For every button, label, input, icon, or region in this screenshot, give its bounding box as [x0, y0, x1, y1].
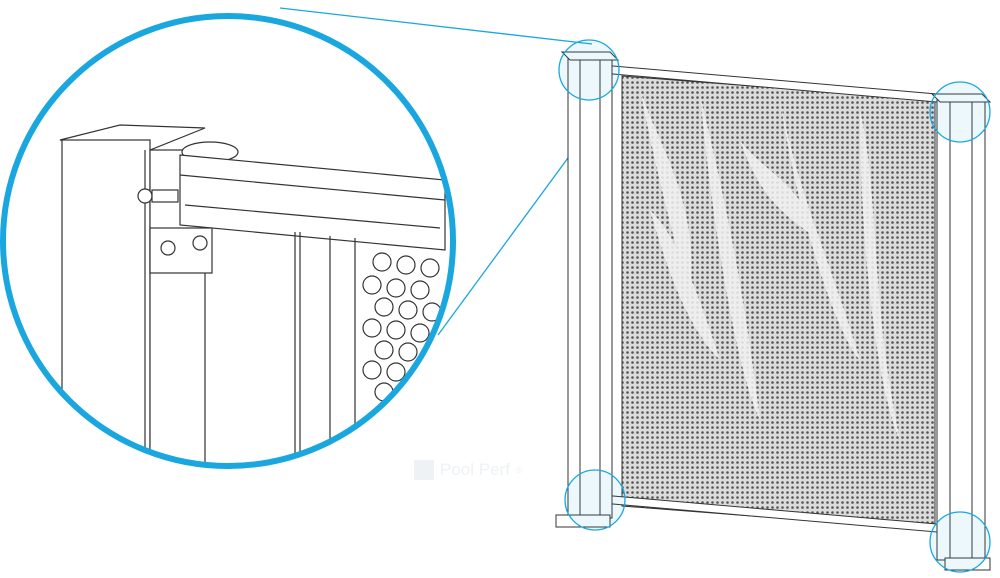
right-foot — [944, 557, 991, 571]
bracket — [149, 227, 213, 274]
right-post-cap — [930, 93, 992, 103]
watermark-text: Pool Perf — [440, 460, 510, 479]
perforated-panel — [621, 75, 936, 531]
leaf-pattern — [640, 90, 900, 440]
rail — [179, 154, 446, 251]
watermark-logo-icon — [414, 460, 434, 480]
left-post-cap — [560, 51, 620, 61]
marker-bottom-right — [929, 511, 991, 573]
perforation-holes — [362, 252, 442, 402]
marker-top-left — [558, 39, 620, 101]
watermark: Pool Perf ® — [414, 460, 523, 480]
marker-bottom-left — [564, 469, 626, 531]
left-post — [567, 57, 613, 519]
bolt — [160, 240, 176, 256]
watermark-mark: ® — [515, 465, 523, 475]
right-post — [936, 99, 986, 561]
marker-top-right — [929, 81, 991, 143]
screw — [137, 188, 153, 204]
fence — [555, 51, 992, 571]
magnifier-circle — [0, 13, 456, 469]
bolt — [192, 235, 208, 251]
detail-markers — [558, 39, 991, 573]
magnified-detail — [59, 124, 446, 466]
